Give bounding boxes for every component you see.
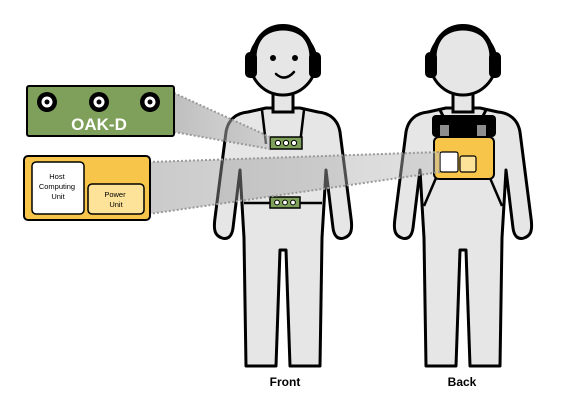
front-headphone-band — [251, 24, 315, 59]
oak-projection — [174, 93, 270, 149]
oak-d-label: OAK-D — [71, 115, 127, 134]
oak-projection-bottom — [173, 131, 271, 150]
front-eye-left — [270, 55, 276, 61]
back-caption: Back — [448, 375, 477, 389]
host-computing-unit-box — [31, 161, 85, 215]
front-eye-right — [292, 55, 298, 61]
host-computing-unit-label: Host Computing Unit — [39, 172, 77, 201]
camera-lens-icon — [37, 92, 57, 112]
front-headphone-left — [245, 52, 257, 78]
oak-projection-top — [173, 92, 271, 138]
power-unit-box — [87, 183, 145, 215]
power-unit-label: Power Unit — [104, 190, 127, 209]
back-headphone-left — [425, 52, 437, 78]
unit-projection-top — [148, 151, 441, 163]
front-belt-camera — [269, 196, 301, 209]
front-mouth — [274, 70, 296, 79]
camera-lens-icon — [89, 92, 109, 112]
unit-projection — [149, 152, 440, 214]
compute-power-callout: Host Computing Unit Power Unit — [23, 155, 151, 221]
front-chest-camera — [269, 136, 303, 150]
back-pack-unit — [432, 115, 496, 180]
oak-d-callout: OAK-D — [26, 85, 175, 137]
front-headphone-right — [309, 52, 321, 78]
front-caption: Front — [270, 375, 301, 389]
front-neck — [271, 92, 295, 114]
back-headphone-band — [431, 24, 495, 59]
unit-projection-bottom — [148, 171, 441, 215]
back-headphone-right — [489, 52, 501, 78]
camera-lens-icon — [140, 92, 160, 112]
back-figure — [392, 24, 534, 368]
back-strap-lower — [422, 177, 504, 207]
back-neck — [451, 92, 475, 114]
